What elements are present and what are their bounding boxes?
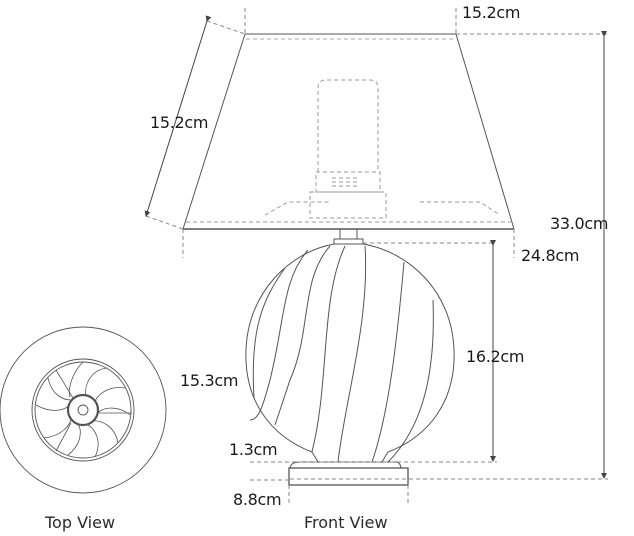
body-diameter-label: 15.3cm	[180, 371, 239, 390]
top-view-caption: Top View	[45, 513, 116, 532]
dimension-lines	[144, 8, 608, 503]
lamp-neck	[333, 228, 364, 245]
top-view-drawing	[0, 326, 167, 494]
lamp-base	[288, 461, 409, 486]
front-view-caption: Front View	[304, 513, 388, 532]
base-height-label: 1.3cm	[229, 440, 278, 459]
shade-bottom-width-label: 24.8cm	[521, 246, 580, 265]
shade-top-width-label: 15.2cm	[462, 3, 521, 22]
lamp-body	[245, 243, 455, 463]
base-width-label: 8.8cm	[233, 490, 282, 509]
lamp-shade	[182, 33, 515, 230]
bulb-and-harp-hidden	[186, 79, 512, 223]
shade-slant-height-label: 15.2cm	[150, 113, 209, 132]
overall-height-label: 33.0cm	[550, 214, 609, 233]
body-height-label: 16.2cm	[466, 347, 525, 366]
